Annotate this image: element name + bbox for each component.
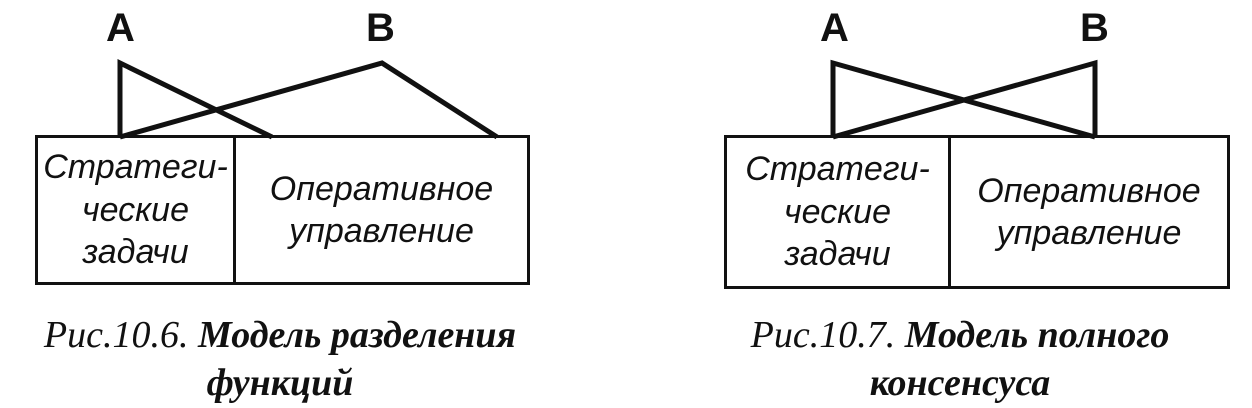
figure-consensus-model: A B Стратеги- ческие задачи Оперативное … [640,0,1252,408]
line-a-to-operational [830,59,1096,140]
line-a-to-operational [117,59,274,140]
figure-caption: Рис.10.6. Модель разделения функций [0,312,560,407]
label-b: B [1080,6,1109,50]
caption-number: Рис.10.6. [43,314,189,356]
connection-lines [117,59,499,140]
line-b-to-boxes [119,60,499,140]
figure-caption: Рис.10.7. Модель полного консенсуса [680,312,1240,407]
caption-title-line2: функций [206,361,354,404]
box-operational-management: Оперативное управление [233,135,530,285]
caption-title-line2: консенсуса [869,361,1051,404]
box-strategic-tasks: Стратеги- ческие задачи [35,135,236,285]
caption-title-line1: Модель разделения [197,314,517,356]
figure-separation-model: A B Стратеги- ческие задачи Оперативное … [0,6,560,407]
line-b-to-strategic [832,59,1098,140]
label-b: B [366,6,395,50]
box-strategic-tasks: Стратеги- ческие задачи [724,135,951,289]
box-operational-management: Оперативное управление [948,135,1230,289]
label-a: A [106,6,135,50]
caption-title-line1: Модель полного [904,314,1170,356]
connection-lines [830,59,1098,140]
label-a: A [820,6,849,50]
caption-number: Рис.10.7. [750,314,896,356]
